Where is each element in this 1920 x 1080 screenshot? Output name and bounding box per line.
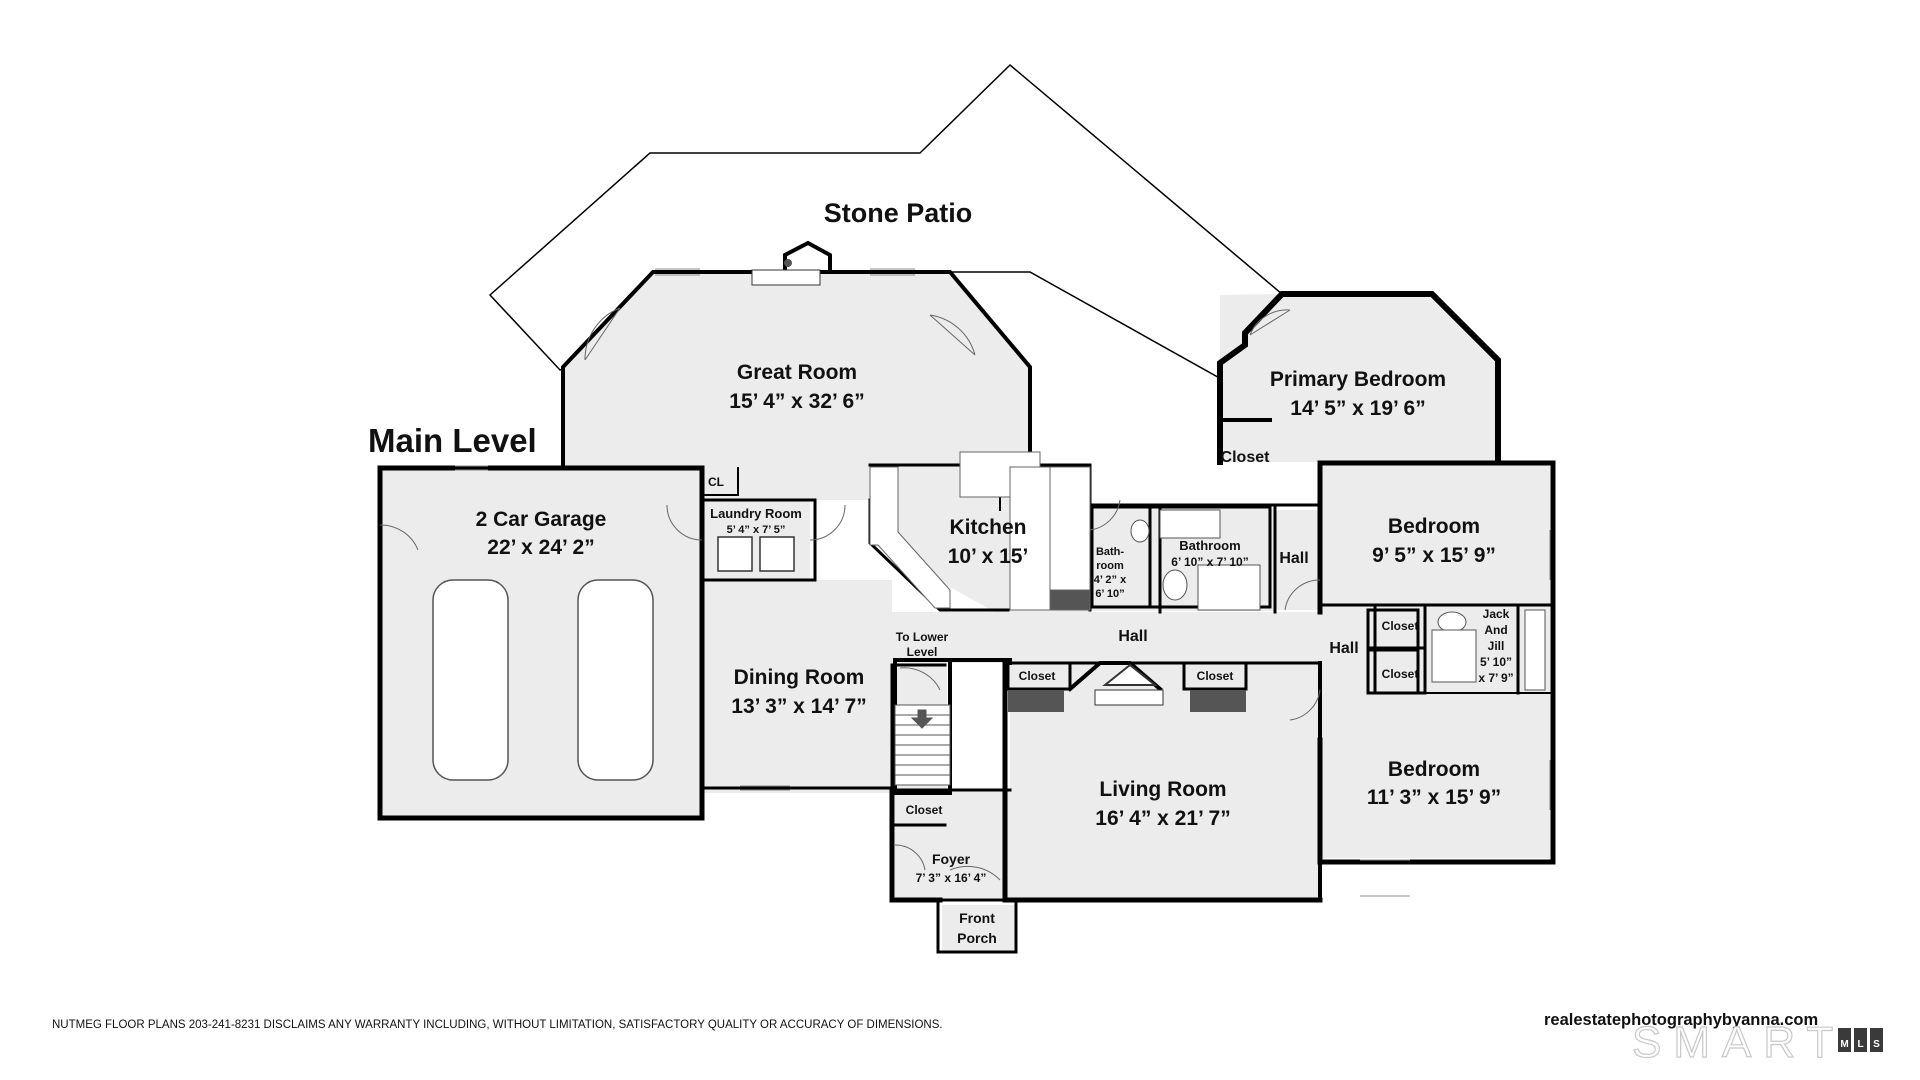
foyer-closet-label: Closet [906,803,943,817]
windows [455,268,1551,897]
door-swings [379,307,1321,881]
great-room-fireplace [751,259,821,286]
jack-jill-line-3: Jill [1488,639,1505,653]
kitchen-name: Kitchen [949,516,1026,539]
laundry-room-name: Laundry Room [710,506,802,521]
jack-jill-line-5: x 7’ 9” [1478,671,1513,685]
mls-letter-m: M [1838,1028,1851,1052]
small-bath-line-3: 4’ 2” x [1094,574,1127,586]
walls [377,240,1556,954]
kitchen-counters [869,451,1091,611]
front-porch-line-1: Front [959,910,995,926]
garage-dims: 22’ x 24’ 2” [487,536,594,559]
living-room-dims: 16’ 4” x 21’ 7” [1095,807,1230,830]
dining-room-name: Dining Room [734,666,865,689]
primary-bedroom-name: Primary Bedroom [1270,368,1446,391]
hall-label-center: Hall [1118,628,1147,645]
small-bath-line-1: Bath- [1096,546,1124,558]
bedroom-lower-dims: 11’ 3” x 15’ 9” [1367,786,1501,809]
primary-bedroom-dims: 14’ 5” x 19’ 6” [1290,397,1425,420]
bedroom-closet-upper: Closet [1382,619,1419,633]
jack-jill-line-1: Jack [1483,607,1510,621]
bedroom-lower-name: Bedroom [1388,758,1480,781]
garage-name: 2 Car Garage [476,508,607,531]
disclaimer-text: NUTMEG FLOOR PLANS 203-241-8231 DISCLAIM… [52,1019,943,1031]
foyer-dims: 7’ 3” x 16’ 4” [916,871,987,885]
kitchen-dims: 10’ x 15’ [948,545,1029,568]
primary-closet-label: Closet [1221,449,1271,466]
bathroom-dims: 6’ 10” x 7’ 10” [1171,555,1248,569]
mls-letter-l: L [1854,1028,1867,1052]
foyer-name: Foyer [932,851,971,867]
dining-room-dims: 13’ 3” x 14’ 7” [731,695,866,718]
to-lower-level-line-2: Level [907,645,938,659]
bedroom-upper-name: Bedroom [1388,515,1480,538]
website-link[interactable]: realestatephotographybyanna.com [1544,1011,1819,1029]
small-bath-line-4: 6’ 10” [1095,588,1124,600]
living-room-name: Living Room [1099,778,1226,801]
small-bath-line-2: room [1096,560,1124,572]
laundry-cl-label: CL [708,475,724,489]
living-room-fireplace [1008,663,1246,712]
hall-label-bedrooms: Hall [1329,640,1358,657]
mls-letter-s: S [1870,1028,1883,1052]
laundry-appliances [717,536,795,572]
bathroom-name: Bathroom [1179,538,1240,553]
great-room-dims: 15’ 4” x 32’ 6” [729,390,864,413]
stairs [894,704,951,786]
jack-jill-line-4: 5’ 10” [1480,655,1512,669]
stone-patio-label: Stone Patio [824,198,973,228]
mls-logo: M L S [1838,1028,1883,1052]
living-closet-left: Closet [1019,669,1056,683]
page-title: Main Level [368,422,537,459]
great-room-name: Great Room [737,361,857,384]
bath-fixtures [1130,509,1546,691]
hall-label-right: Hall [1279,550,1308,567]
cars [432,579,654,781]
jack-jill-line-2: And [1484,623,1507,637]
front-porch-line-2: Porch [957,930,997,946]
bedroom-closet-lower: Closet [1382,667,1419,681]
laundry-room-dims: 5’ 4” x 7’ 5” [727,524,786,536]
smart-watermark: SMART [1631,1017,1846,1067]
to-lower-level-line-1: To Lower [896,630,949,644]
living-closet-right: Closet [1197,669,1234,683]
bedroom-upper-dims: 9’ 5” x 15’ 9” [1372,544,1496,567]
